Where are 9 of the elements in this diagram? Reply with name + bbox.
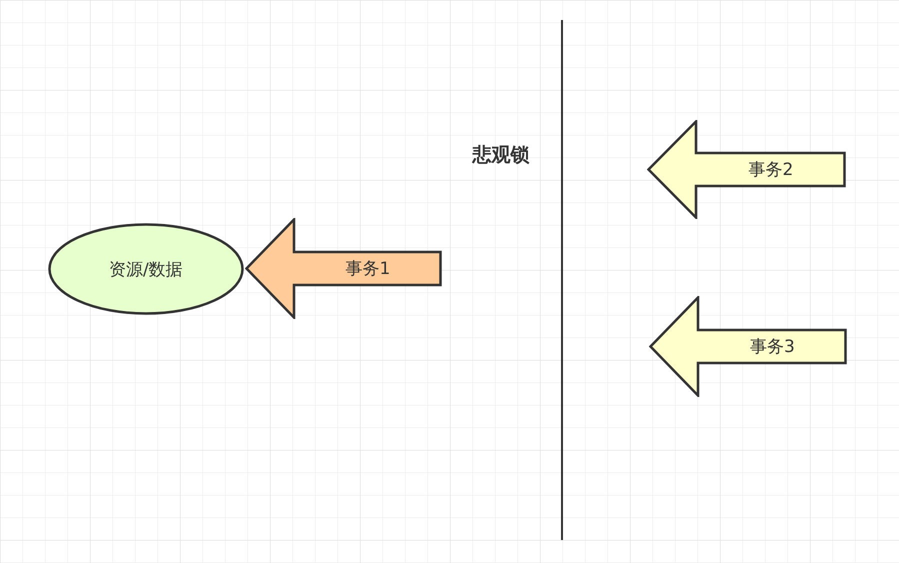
block-arrow	[649, 296, 847, 397]
ellipse-node	[48, 223, 244, 315]
node-label: 资源/数据	[109, 258, 183, 280]
heading-label: 悲观锁	[472, 143, 530, 168]
arrow-label: 事务2	[748, 159, 794, 181]
arrow-label: 事务3	[750, 336, 795, 358]
arrow-label: 事务1	[346, 258, 390, 280]
block-arrow	[647, 120, 846, 219]
block-arrow	[245, 218, 442, 319]
